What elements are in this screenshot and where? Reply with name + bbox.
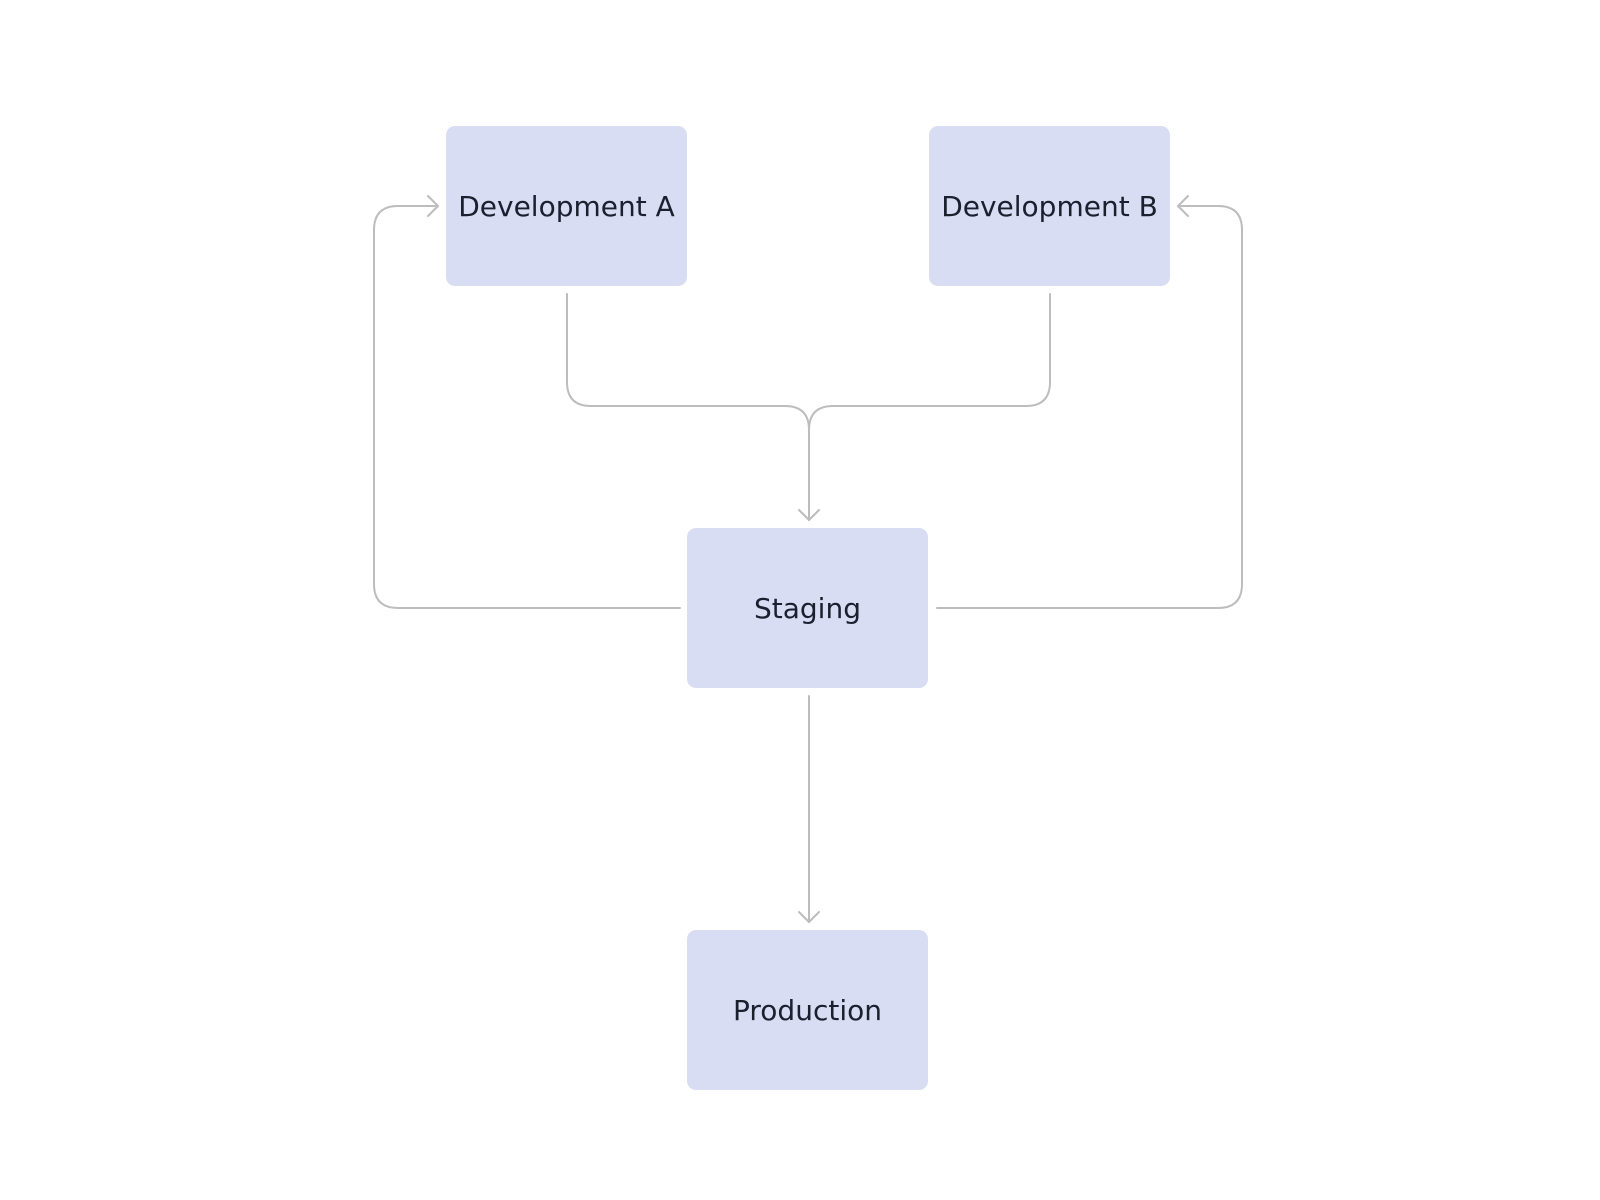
edge-dev-a-to-staging: [566, 293, 810, 521]
edge-dev-b-to-staging: [808, 293, 1051, 521]
edge-staging-to-dev-b: [936, 205, 1243, 609]
edge-staging-to-dev-a: [373, 205, 681, 609]
arrowhead-dev-a: [427, 195, 439, 217]
node-production: Production: [687, 930, 928, 1090]
arrowhead-staging-top: [798, 509, 820, 521]
node-development-b: Development B: [929, 126, 1170, 286]
arrowhead-production: [798, 911, 820, 923]
node-development-a: Development A: [446, 126, 687, 286]
node-staging: Staging: [687, 528, 928, 688]
arrowhead-dev-b: [1177, 195, 1189, 217]
